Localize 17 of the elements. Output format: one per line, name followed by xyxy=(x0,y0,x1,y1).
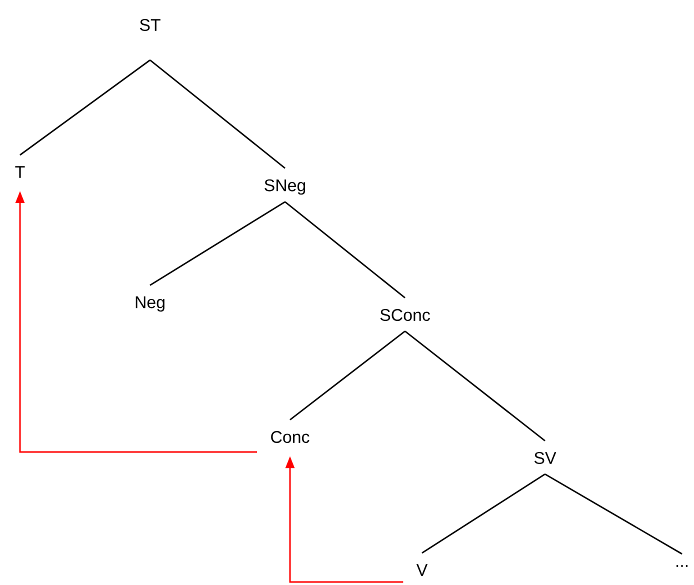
tree-label: Neg xyxy=(136,296,164,312)
tree-label: SNeg xyxy=(264,179,306,195)
tree-branch xyxy=(290,330,406,420)
tree-branch xyxy=(284,201,406,298)
tree-label: ... xyxy=(676,565,688,567)
tree-label: ST xyxy=(140,19,160,31)
tree-label: V xyxy=(416,564,428,576)
tree-branch xyxy=(544,474,682,555)
tree-label: SConc xyxy=(380,309,430,321)
tree-branch xyxy=(404,330,546,442)
tree-branch xyxy=(150,201,286,286)
tree-label: T xyxy=(15,166,25,178)
tree-label: Conc xyxy=(271,431,310,443)
tree-branch xyxy=(422,474,546,554)
tree-branch xyxy=(20,59,150,156)
tree-label: SV xyxy=(534,452,556,464)
tree-branch xyxy=(150,60,286,169)
